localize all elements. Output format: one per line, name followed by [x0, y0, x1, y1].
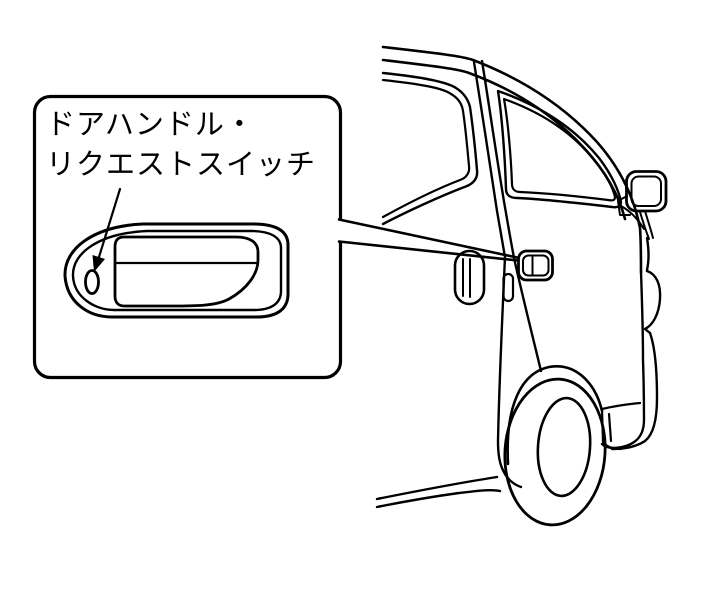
bumper-top-line: [600, 401, 642, 411]
bumper-crease: [607, 412, 613, 443]
mirror-bracket: [617, 195, 631, 216]
sliding-door-window-outer: [381, 71, 479, 226]
rocker-line-top: [375, 475, 499, 501]
headlight: [643, 269, 662, 335]
b-pillar-front-line: [472, 60, 523, 489]
label-arrow-shaft: [97, 187, 122, 259]
callout-tail-lower: [337, 240, 520, 262]
label-arrow: [92, 187, 122, 272]
vehicle-front-end: [600, 236, 662, 451]
handle-bezel-inner: [71, 229, 283, 312]
front-door-window-outer: [496, 89, 623, 209]
callout-label-line-2: リクエストスイッチ: [46, 147, 317, 181]
sliding-door-window-inner: [381, 78, 471, 219]
wheel-arch: [506, 365, 604, 466]
mirror-housing: [625, 170, 668, 213]
callout-tail-upper: [337, 218, 519, 259]
front-door-handle: [517, 249, 554, 282]
door-handle-bezel: [517, 249, 554, 282]
b-pillar-rear-line: [480, 59, 543, 373]
front-edge-outer-upper: [645, 236, 650, 272]
mirror-glass: [630, 175, 662, 207]
front-wheel: [503, 365, 607, 527]
mirror-stalk-line-2: [644, 210, 654, 239]
vehicle-drawing: [375, 45, 668, 527]
rocker-line-bottom: [375, 488, 502, 509]
sliding-door-handle: [453, 249, 486, 306]
cowl-line: [620, 205, 645, 230]
mirror-stalk-line-1: [639, 211, 650, 240]
front-door-window-inner: [502, 97, 617, 202]
callout: [32, 94, 520, 380]
handle-bezel-outer: [63, 222, 290, 319]
magnified-door-handle: [63, 222, 290, 319]
sliding-door-handle-outline: [453, 249, 486, 306]
handle-grip: [113, 235, 260, 308]
callout-label: ドアハンドル・ リクエストスイッチ: [46, 104, 316, 184]
front-edge-outer-lower: [610, 331, 659, 451]
door-handle-inner: [522, 254, 550, 277]
callout-label-line-1: ドアハンドル・: [46, 107, 255, 141]
roof-line-outer: [381, 45, 643, 274]
label-arrow-head: [92, 255, 105, 272]
wheel-rim: [536, 396, 592, 498]
callout-tail-gap: [336, 220, 345, 242]
tire: [503, 377, 607, 527]
side-mirror: [617, 170, 668, 240]
front-edge-inner: [600, 270, 646, 450]
door-gap-detail: [502, 272, 515, 303]
request-switch-sensor: [84, 269, 100, 295]
